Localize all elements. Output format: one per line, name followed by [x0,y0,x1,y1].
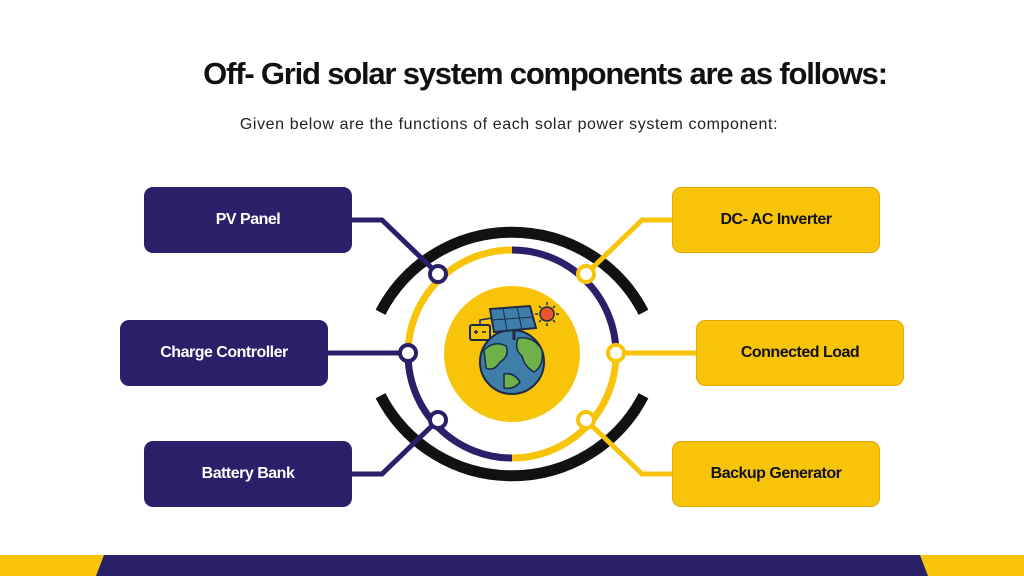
pv-panel-box: PV Panel [144,187,352,253]
connector-line-pv-panel [352,217,440,276]
outer-ring-bottom-arc [375,393,649,482]
page-title: Off- Grid solar system components are as… [203,56,888,91]
outer-ring-top-arc [375,226,649,315]
backup-generator-label: Backup Generator [710,465,842,482]
connector-line-backup-generator [584,418,672,477]
connector-node [606,343,626,363]
dc-ac-inverter-label: DC- AC Inverter [720,211,832,228]
connector-node [428,410,448,430]
charge-controller-label: Charge Controller [160,344,288,361]
connector-node [428,264,448,284]
battery-bank-box: Battery Bank [144,441,352,507]
connector-node [398,343,418,363]
dc-ac-inverter-box: DC- AC Inverter [672,187,880,253]
connector-node [576,410,596,430]
backup-generator-box: Backup Generator [672,441,880,507]
connector-node [576,264,596,284]
connector-line-battery-bank [352,418,440,477]
pv-panel-label: PV Panel [215,211,281,228]
page-subtitle: Given below are the functions of each so… [239,116,779,133]
connector-line-inverter [584,217,672,276]
solar-panel-earth-icon [469,302,559,395]
charge-controller-box: Charge Controller [120,320,328,386]
battery-bank-label: Battery Bank [201,465,295,482]
connected-load-label: Connected Load [740,344,860,361]
connected-load-box: Connected Load [696,320,904,386]
footer-bar [0,555,1024,576]
